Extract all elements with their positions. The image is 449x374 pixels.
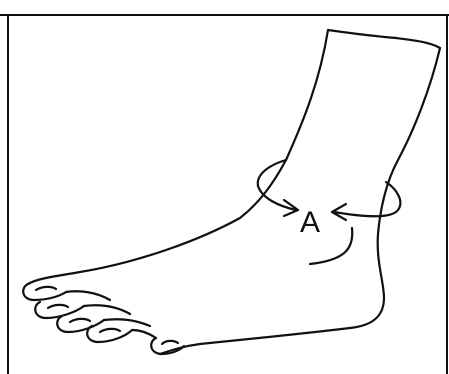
toe-icon bbox=[35, 302, 84, 318]
toe-icon bbox=[23, 284, 66, 300]
front-contour bbox=[28, 30, 328, 284]
measurement-marker-label: A bbox=[300, 206, 320, 239]
toes-group bbox=[23, 284, 184, 354]
back-contour bbox=[350, 48, 440, 328]
toe-icon bbox=[57, 316, 104, 332]
loop-left-arc bbox=[258, 160, 296, 210]
sole-contour bbox=[160, 328, 350, 354]
toe-divider bbox=[66, 291, 110, 300]
toe-divider bbox=[84, 305, 130, 314]
circumference-arrow-icon bbox=[258, 160, 401, 220]
toe-divider bbox=[132, 330, 156, 338]
toe-divider bbox=[104, 319, 150, 326]
leg-top-edge bbox=[328, 30, 440, 48]
toe-icon bbox=[87, 326, 132, 342]
loop-right-arc bbox=[334, 182, 400, 216]
